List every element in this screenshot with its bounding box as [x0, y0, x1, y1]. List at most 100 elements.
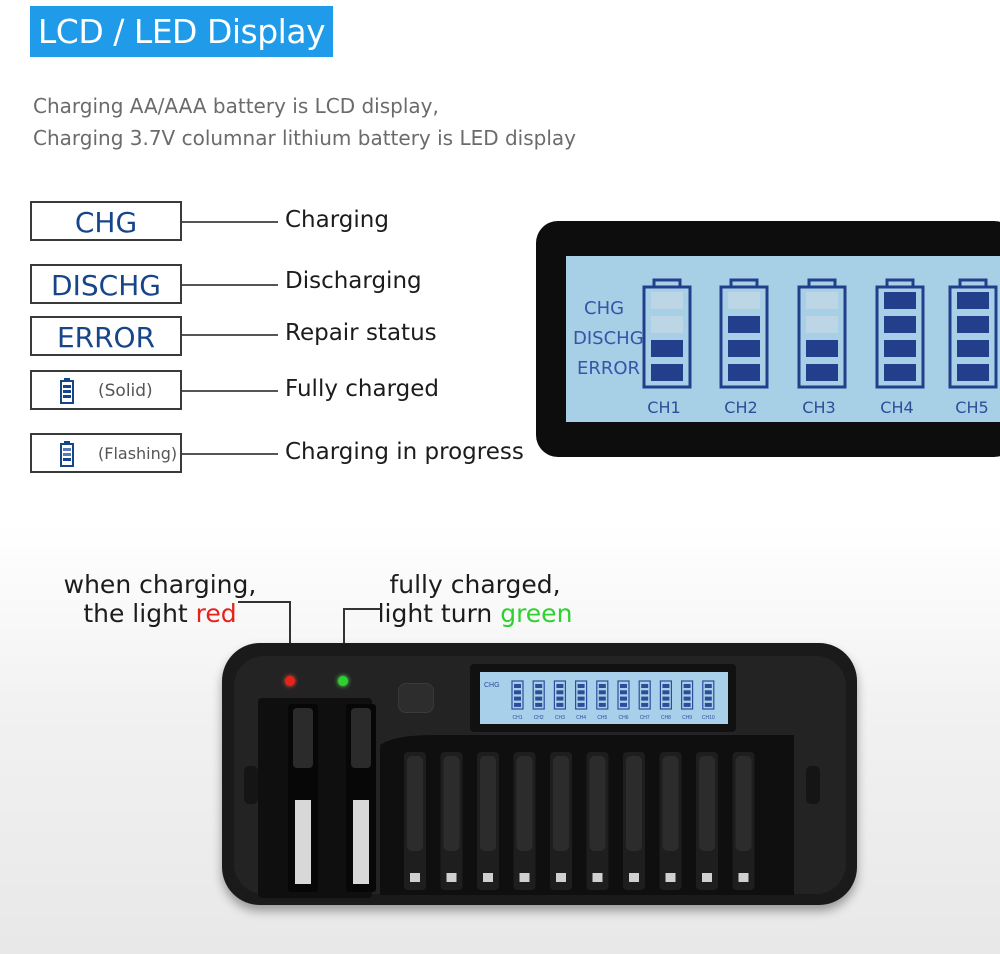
legend-code-error: ERROR — [30, 316, 182, 356]
aa-slot[interactable] — [696, 752, 718, 890]
battery-full-icon — [60, 378, 74, 404]
mini-battery-bar — [641, 702, 649, 707]
lcd-battery-ch2 — [719, 278, 769, 389]
legend-flashing-box: (Flashing) — [30, 433, 182, 473]
lcd-battery-ch4 — [875, 278, 925, 389]
aa-slot[interactable] — [586, 752, 609, 890]
legend-connector — [182, 221, 278, 223]
mini-channel-label: CH7 — [640, 715, 650, 721]
mini-battery-bar — [514, 684, 521, 688]
aa-slot-slider[interactable] — [626, 756, 642, 851]
mini-battery-gauge: CH7 — [638, 680, 651, 721]
aa-slot[interactable] — [477, 752, 499, 890]
lithium-slot-slider[interactable] — [351, 708, 371, 768]
aa-slot[interactable] — [732, 752, 755, 890]
lithium-slot[interactable] — [288, 704, 318, 892]
aa-slot-slider[interactable] — [553, 756, 569, 851]
aa-slot-slider[interactable] — [589, 756, 606, 851]
mini-battery-outline — [596, 680, 609, 710]
mini-battery-bar — [535, 690, 543, 695]
mini-battery-gauge: CH2 — [532, 680, 545, 721]
mini-channel-label: CH10 — [702, 715, 715, 721]
lcd-battery-gauges — [642, 278, 998, 389]
mini-battery-bar — [577, 696, 585, 701]
lithium-slot-slider[interactable] — [293, 708, 313, 768]
mini-battery-bar — [662, 696, 670, 701]
battery-level-bar — [806, 340, 838, 357]
function-button[interactable] — [398, 683, 434, 713]
mini-battery-bar — [683, 702, 691, 707]
legend-solid-box: (Solid) — [30, 370, 182, 410]
lcd-label-dischg: DISCHG — [573, 328, 644, 349]
legend-desc-dischg: Discharging — [285, 268, 422, 294]
aa-slot[interactable] — [440, 752, 463, 890]
subtitle-line-2: Charging 3.7V columnar lithium battery i… — [33, 126, 576, 150]
battery-outline — [875, 285, 925, 389]
battery-level-bar — [884, 316, 916, 333]
red-pointer-line — [238, 601, 291, 603]
mini-battery-outline — [511, 680, 524, 710]
mini-battery-bar — [556, 696, 564, 701]
mini-battery-bar — [535, 696, 543, 701]
mini-battery-gauge: CH9 — [681, 680, 694, 721]
side-grip-left — [244, 766, 258, 804]
lithium-slot[interactable] — [346, 704, 376, 892]
battery-level-bar — [728, 364, 760, 381]
aa-slot[interactable] — [550, 752, 572, 890]
mini-battery-bar — [535, 702, 543, 707]
mini-battery-bar — [662, 690, 670, 695]
aa-slot-slider[interactable] — [480, 756, 496, 851]
mini-battery-outline — [574, 680, 588, 710]
mini-battery-bar — [683, 684, 691, 688]
mini-channel-label: CH5 — [597, 715, 607, 721]
mini-battery-bar — [704, 702, 712, 707]
battery-level-bar — [651, 316, 683, 333]
legend-desc-error: Repair status — [285, 320, 437, 346]
lcd-channel-label: CH4 — [880, 398, 914, 417]
battery-level-bar — [806, 364, 838, 381]
aa-slot-slider[interactable] — [443, 756, 460, 851]
mini-battery-gauge: CH1 — [511, 680, 524, 721]
aa-slot-contact — [483, 873, 493, 882]
battery-level-bar — [957, 292, 989, 309]
legend-desc-flashing: Charging in progress — [285, 439, 524, 465]
aa-slot-slider[interactable] — [407, 756, 423, 851]
mini-battery-outline — [617, 680, 630, 710]
mini-battery-outline — [553, 680, 567, 710]
mini-battery-bar — [704, 690, 712, 695]
mini-battery-bar — [598, 696, 606, 701]
battery-slots — [244, 698, 820, 898]
legend-code-flashing: (Flashing) — [98, 444, 178, 463]
aa-slot[interactable] — [659, 752, 682, 890]
lcd-channel-label: CH5 — [955, 398, 989, 417]
mini-battery-gauge: CH6 — [617, 680, 630, 721]
red-note-line1: when charging, — [63, 570, 257, 599]
battery-level-bar — [651, 364, 683, 381]
lcd-battery-ch5 — [948, 278, 998, 389]
green-led-indicator — [338, 676, 348, 686]
aa-slot-slider[interactable] — [735, 756, 752, 851]
aa-slot-contact — [592, 873, 603, 882]
legend-code-dischg: DISCHG — [30, 264, 182, 304]
aa-slot[interactable] — [513, 752, 536, 890]
aa-slot-slider[interactable] — [699, 756, 715, 851]
lcd-screen — [566, 256, 1000, 422]
lcd-channel-label: CH1 — [647, 398, 681, 417]
aa-slot[interactable] — [404, 752, 426, 890]
mini-battery-bar — [641, 684, 649, 688]
legend-connector — [182, 390, 278, 392]
aa-slot-slider[interactable] — [662, 756, 679, 851]
aa-slot[interactable] — [623, 752, 645, 890]
mini-battery-bar — [641, 690, 649, 695]
mini-battery-outline — [681, 680, 694, 710]
legend-desc-chg: Charging — [285, 207, 389, 233]
aa-slot-slider[interactable] — [516, 756, 533, 851]
green-pointer-line — [343, 608, 345, 673]
battery-level-bar — [728, 316, 760, 333]
green-note-prefix: light turn — [377, 599, 501, 628]
battery-level-bar — [651, 340, 683, 357]
mini-channel-label: CH8 — [661, 715, 671, 721]
mini-battery-bar — [620, 696, 627, 701]
legend-code-solid: (Solid) — [98, 381, 153, 401]
mini-battery-gauge: CH4 — [574, 680, 588, 721]
